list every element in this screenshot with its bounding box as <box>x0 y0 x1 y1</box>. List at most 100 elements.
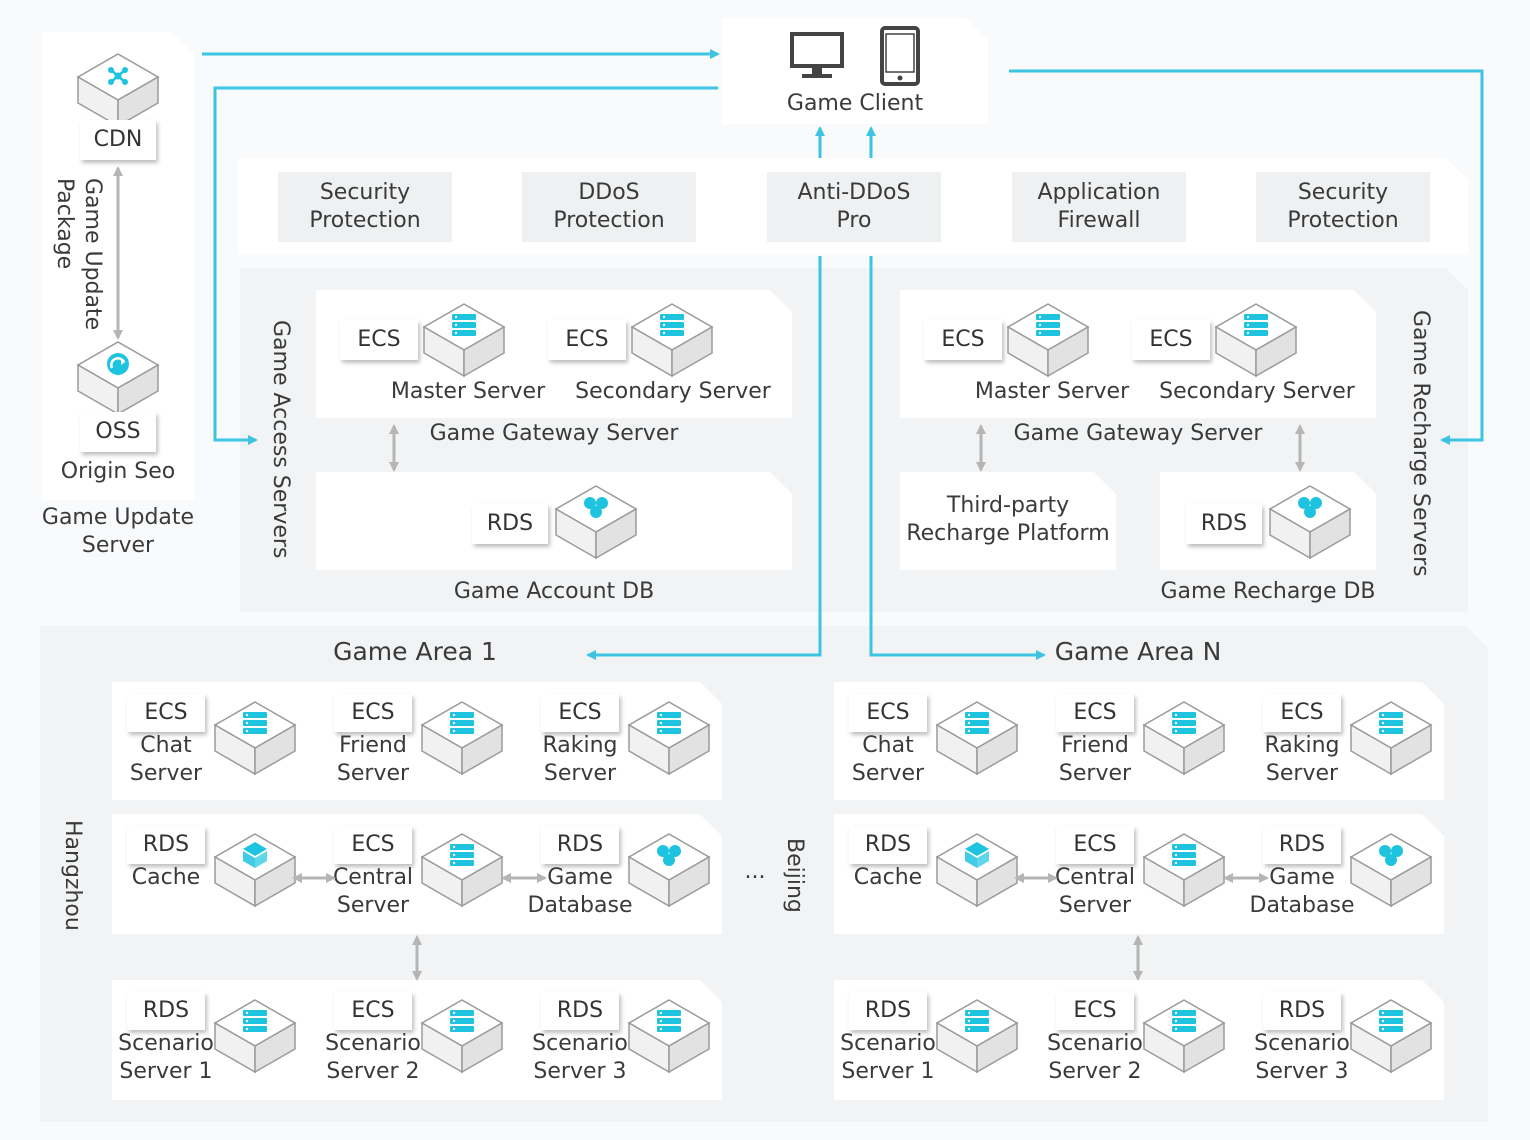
game-access-servers-label: Game Access Servers <box>268 320 293 559</box>
server-icon <box>1214 300 1298 378</box>
server-icon <box>420 996 504 1074</box>
label-line1: Game <box>547 865 613 890</box>
label-line1: Raking <box>542 733 618 758</box>
recharge-ecs-tag-2: ECS <box>1132 320 1210 360</box>
label-line1: Scenario <box>325 1031 421 1056</box>
label-line2: Server <box>336 761 410 786</box>
label-line1: Friend <box>339 733 407 758</box>
cdn-icon <box>76 50 160 128</box>
label-line2: Server 3 <box>533 1059 627 1084</box>
label-line2: Server 1 <box>119 1059 213 1084</box>
update-server-label: Game Update Server <box>20 504 216 560</box>
area1-row2-tag-1: ECS <box>334 826 412 864</box>
cdn-label: CDN <box>80 120 156 160</box>
beijing-label: Beijing <box>782 838 807 913</box>
hangzhou-label: Hangzhou <box>60 820 85 931</box>
areaN-row1-tag-0: ECS <box>849 694 927 732</box>
label-line1: Scenario <box>1047 1031 1143 1056</box>
database-icon <box>554 482 638 560</box>
oss-label: OSS <box>80 412 156 452</box>
recharge-gateway-label: Game Gateway Server <box>1013 421 1263 446</box>
account-rds-tag: RDS <box>472 504 548 544</box>
area1-row2-panel <box>112 814 722 934</box>
sec2-l1: Anti-DDoS <box>797 180 911 205</box>
label-line2: Server <box>1265 761 1339 786</box>
game-area-n-label: Game Area N <box>1054 637 1222 666</box>
area1-row2-tag-0: RDS <box>127 826 205 864</box>
game-recharge-servers-label: Game Recharge Servers <box>1408 310 1433 577</box>
access-ecs-tag-1: ECS <box>340 320 418 360</box>
server-icon <box>213 698 297 776</box>
label-line1: Game <box>1269 865 1335 890</box>
server-icon <box>1349 698 1433 776</box>
third-party-label: Third-party Recharge Platform <box>900 492 1116 548</box>
label-line1: Scenario <box>532 1031 628 1056</box>
label-line2: Server 1 <box>841 1059 935 1084</box>
account-db-label: Game Account DB <box>453 579 655 604</box>
areaN-row3-tag-2: RDS <box>1263 992 1341 1030</box>
area1-row3-tag-2: RDS <box>541 992 619 1030</box>
sec4-l2: Protection <box>1287 208 1399 233</box>
label-line2: Server 2 <box>1048 1059 1142 1084</box>
server-icon <box>422 300 506 378</box>
sec1-l1: DDoS <box>578 180 640 205</box>
label-line1: Friend <box>1061 733 1129 758</box>
area1-row3-tag-1: ECS <box>334 992 412 1030</box>
label-line1: Scenario <box>118 1031 214 1056</box>
access-secondary-label: Secondary Server <box>575 379 771 404</box>
game-client-panel <box>722 18 988 124</box>
update-server-line1: Game Update <box>41 505 195 530</box>
areaN-row2-tag-0: RDS <box>849 826 927 864</box>
label-line1: Raking <box>1264 733 1340 758</box>
label-line2: Server <box>129 761 203 786</box>
database-icon <box>1349 830 1433 908</box>
label-line1: Cache <box>131 865 201 890</box>
cache-icon <box>935 830 1019 908</box>
recharge-rds-tag: RDS <box>1186 504 1262 544</box>
server-icon <box>935 996 1019 1074</box>
database-icon <box>627 830 711 908</box>
label-line2: Server <box>336 893 410 918</box>
area1-row2-label-0: Cache <box>111 864 221 892</box>
areaN-row1-panel <box>834 682 1444 800</box>
label-line2: Server 3 <box>1255 1059 1349 1084</box>
label-line1: Scenario <box>840 1031 936 1056</box>
package-line2: Package <box>52 178 77 270</box>
game-update-package-label: Game Update Package <box>50 178 106 331</box>
access-ecs-tag-2: ECS <box>548 320 626 360</box>
server-icon <box>1142 830 1226 908</box>
areaN-row3-panel <box>834 980 1444 1100</box>
label-line1: Cache <box>853 865 923 890</box>
areaN-row2-tag-2: RDS <box>1263 826 1341 864</box>
server-icon <box>1006 300 1090 378</box>
access-gateway-label: Game Gateway Server <box>429 421 679 446</box>
recharge-master-label: Master Server <box>974 379 1130 404</box>
area1-row1-tag-2: ECS <box>541 694 619 732</box>
label-line1: Central <box>332 865 414 890</box>
update-server-line2: Server <box>81 533 155 558</box>
third-party-line2: Recharge Platform <box>906 521 1110 546</box>
server-icon <box>213 996 297 1074</box>
access-master-label: Master Server <box>390 379 546 404</box>
label-line2: Server <box>543 761 617 786</box>
server-icon <box>627 698 711 776</box>
sec0-l2: Protection <box>309 208 421 233</box>
server-icon <box>420 698 504 776</box>
server-icon <box>935 698 1019 776</box>
package-line1: Game Update <box>80 178 105 331</box>
ellipsis: ... <box>744 859 766 884</box>
recharge-db-label: Game Recharge DB <box>1160 579 1376 604</box>
database-icon <box>1268 482 1352 560</box>
